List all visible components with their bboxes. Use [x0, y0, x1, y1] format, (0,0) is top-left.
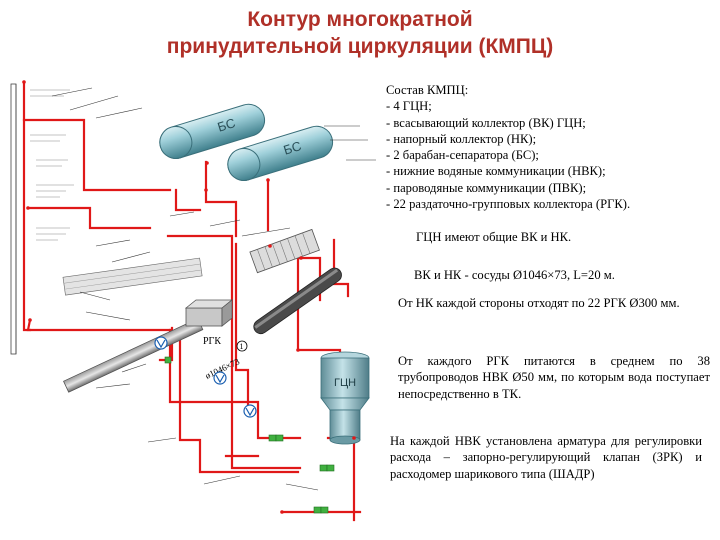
mark-1-label: 1 — [240, 342, 244, 351]
composition-item: - пароводяные коммуникации (ПВК); — [386, 180, 587, 195]
composition-item: - всасывающий коллектор (ВК) ГЦН; — [386, 115, 586, 130]
composition-item: - нижние водяные коммуникации (НВК); — [386, 164, 606, 179]
composition-item: - 22 раздаточно-групповых коллектора (РГ… — [386, 197, 631, 212]
composition-item: - напорный коллектор (НК); — [386, 131, 537, 146]
note-common-headers: ГЦН имеют общие ВК и НК. — [416, 230, 572, 244]
composition-heading: Состав КМПЦ: — [386, 83, 469, 97]
composition-list: Состав КМПЦ: - 4 ГЦН; - всасывающий колл… — [386, 82, 630, 212]
pressure-header — [253, 267, 342, 335]
drum-separator-2: БС — [227, 125, 334, 181]
drum-2-label: БС — [282, 138, 303, 158]
composition-item: - 4 ГЦН; — [386, 99, 432, 114]
pump-label: ГЦН — [334, 377, 356, 389]
note-nvk-supply: От каждого РГК питаются в среднем по 38 … — [398, 354, 710, 401]
npk-pipe-bundle — [62, 257, 203, 296]
note-rgk-branches: От НК каждой стороны отходят по 22 РГК Ø… — [398, 296, 680, 310]
page-title: Контур многократной принудительной цирку… — [0, 6, 720, 60]
note-nvk-fittings: На каждой НВК установлена арматура для р… — [390, 434, 702, 481]
rgk-label: РГК — [203, 336, 221, 347]
note-vessel-size: ВК и НК - сосуды Ø1046×73, L=20 м. — [414, 268, 615, 282]
valve-markers — [164, 356, 335, 514]
composition-item: - 2 барабан-сепаратора (БС); — [386, 148, 539, 163]
flowmeter-symbols — [154, 336, 257, 418]
annotation-leaders — [51, 87, 376, 491]
dimension-dots — [22, 80, 356, 514]
pvk-header-block — [249, 228, 320, 274]
drum-separator-1: БС — [159, 103, 266, 159]
title-line-1: Контур многократной — [247, 8, 473, 31]
main-circulation-pump: ГЦН — [320, 351, 370, 445]
rgk-block: РГК 1 — [184, 299, 248, 352]
title-line-2: принудительной циркуляции (КМПЦ) — [166, 35, 554, 58]
left-frame — [10, 83, 74, 355]
drum-1-label: БС — [216, 115, 237, 135]
